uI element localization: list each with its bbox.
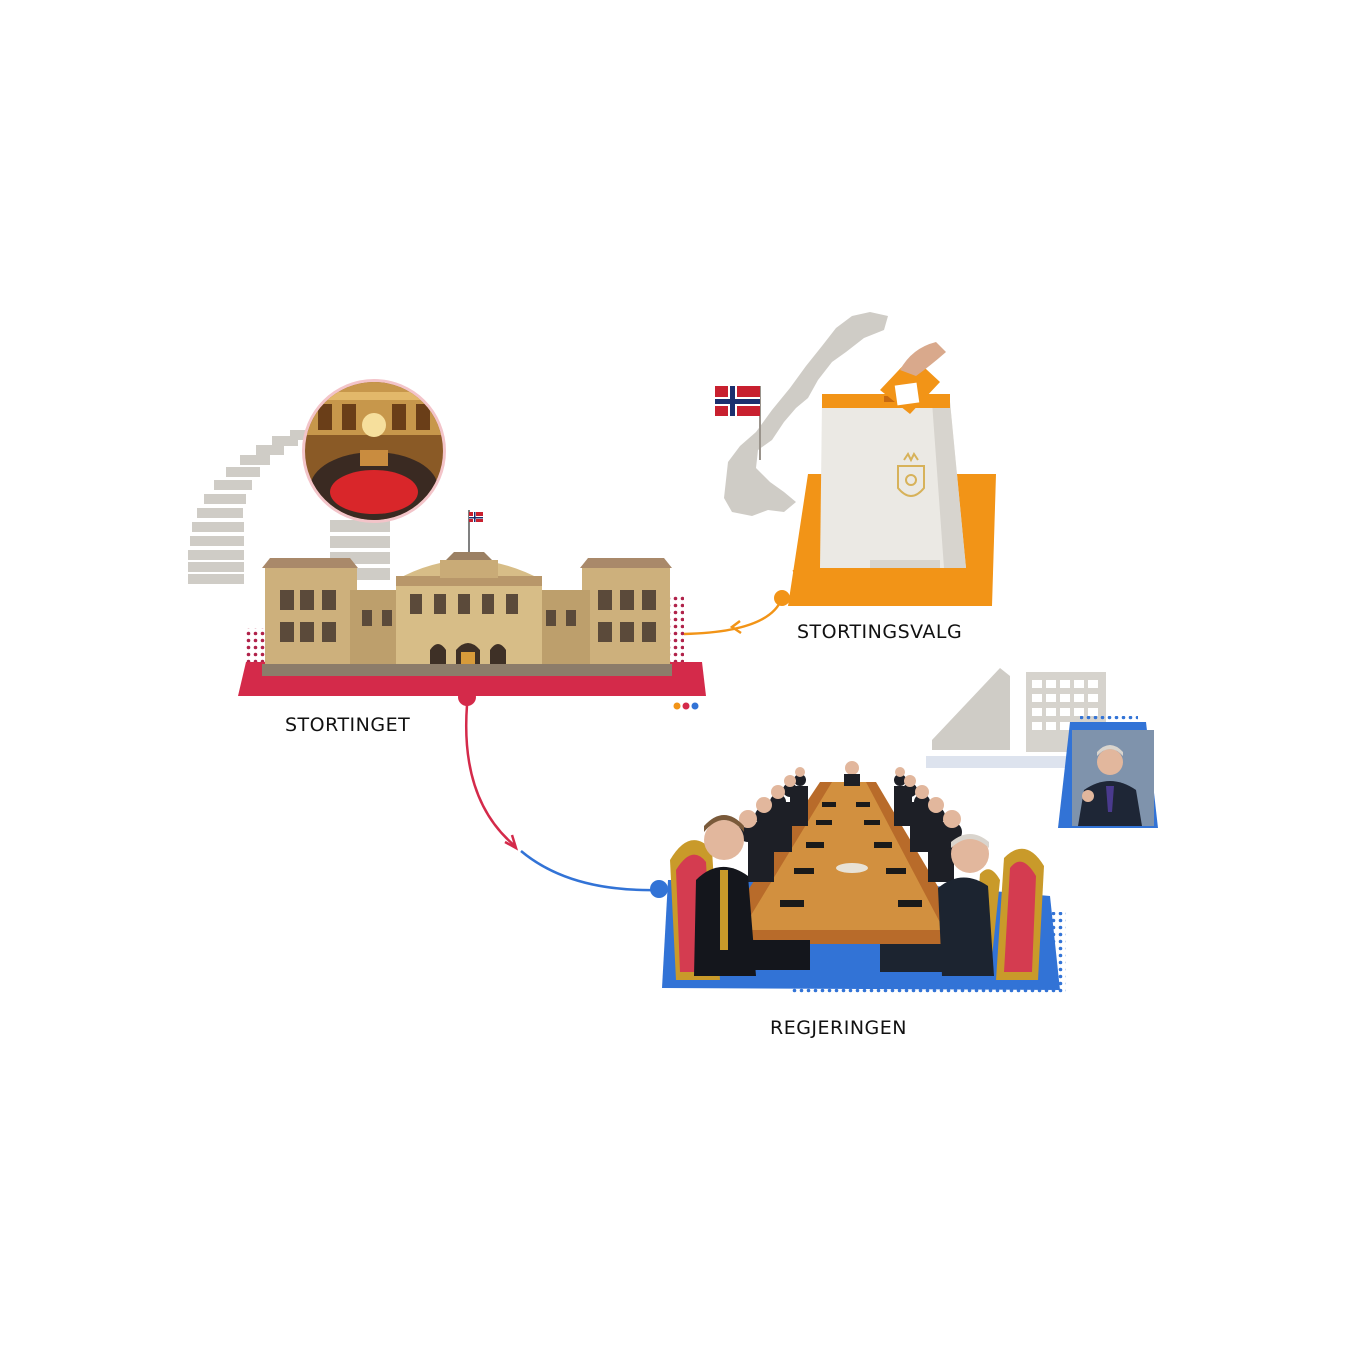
prime-minister-photo xyxy=(1058,716,1158,828)
dotted-accent xyxy=(790,570,965,604)
ballot-box-icon xyxy=(820,342,966,568)
coat-of-arms-icon xyxy=(897,452,925,497)
stortinget-label: STORTINGET xyxy=(285,714,411,736)
council-of-state-photo xyxy=(670,761,1044,980)
edge-start-dot xyxy=(458,688,476,706)
arrowhead xyxy=(504,834,519,851)
arrow-stortinget-to-regjeringen xyxy=(458,688,668,898)
arrowhead xyxy=(729,620,742,635)
edge-start-dot xyxy=(774,590,790,606)
stortinget-node xyxy=(188,379,706,710)
edge-end-dot xyxy=(650,880,668,898)
stortingsvalg-node xyxy=(683,312,996,636)
parliament-building-icon xyxy=(262,510,672,676)
legend-dot xyxy=(691,702,699,710)
norway-flag-icon xyxy=(469,512,483,522)
norway-map-icon xyxy=(724,312,888,516)
regjeringen-node xyxy=(662,668,1158,994)
regjeringen-label: REGJERINGEN xyxy=(770,1017,907,1039)
legend-dot xyxy=(673,702,681,710)
dotted-accent xyxy=(666,595,684,680)
parliament-seats-icon xyxy=(188,430,390,584)
legend-dot xyxy=(682,702,690,710)
norway-flag-icon xyxy=(715,386,761,460)
stortingsvalg-label: STORTINGSVALG xyxy=(797,621,963,643)
assembly-hall-photo xyxy=(302,379,446,523)
